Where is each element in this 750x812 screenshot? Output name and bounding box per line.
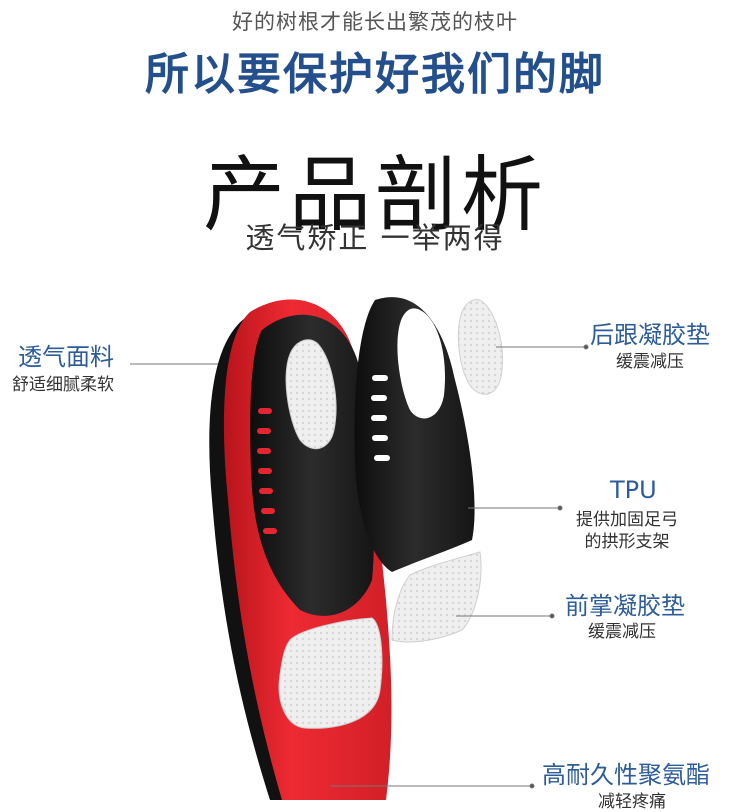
main-insole xyxy=(209,299,392,800)
heel-gel-pad xyxy=(457,299,503,395)
tagline: 好的树根才能长出繁茂的枝叶 xyxy=(232,10,518,34)
label-fabric-desc: 舒适细腻柔软 xyxy=(12,375,114,395)
label-heel-gel-title: 后跟凝胶垫 xyxy=(590,321,710,349)
tpu-shell-cutout xyxy=(397,308,445,419)
vent-slots xyxy=(257,408,277,534)
section-subtitle: 透气矫正 一举两得 xyxy=(245,221,505,255)
tpu-shell xyxy=(354,297,475,572)
insole-heel-gel xyxy=(285,339,337,450)
label-pu-title: 高耐久性聚氨酯 xyxy=(542,761,710,789)
insole-forefoot-gel xyxy=(278,617,383,729)
tpu-vent-slots xyxy=(371,375,390,461)
label-tpu-desc: 提供加固足弓 的拱形支架 xyxy=(576,509,678,553)
headline: 所以要保护好我们的脚 xyxy=(145,49,605,100)
section-title: 产品剖析 xyxy=(202,148,547,243)
insole-heel-cup xyxy=(250,314,375,616)
label-forefoot-gel-desc: 缓震减压 xyxy=(588,622,656,642)
label-tpu-desc-line2: 的拱形支架 xyxy=(584,532,670,552)
label-forefoot-gel-title: 前掌凝胶垫 xyxy=(565,592,685,620)
leader-lines xyxy=(130,344,589,789)
label-tpu-title: TPU xyxy=(610,476,657,504)
label-tpu-desc-line1: 提供加固足弓 xyxy=(576,510,678,530)
label-fabric-title: 透气面料 xyxy=(18,343,114,371)
forefoot-gel-pad xyxy=(391,551,482,643)
label-heel-gel-desc: 缓震减压 xyxy=(616,352,684,372)
